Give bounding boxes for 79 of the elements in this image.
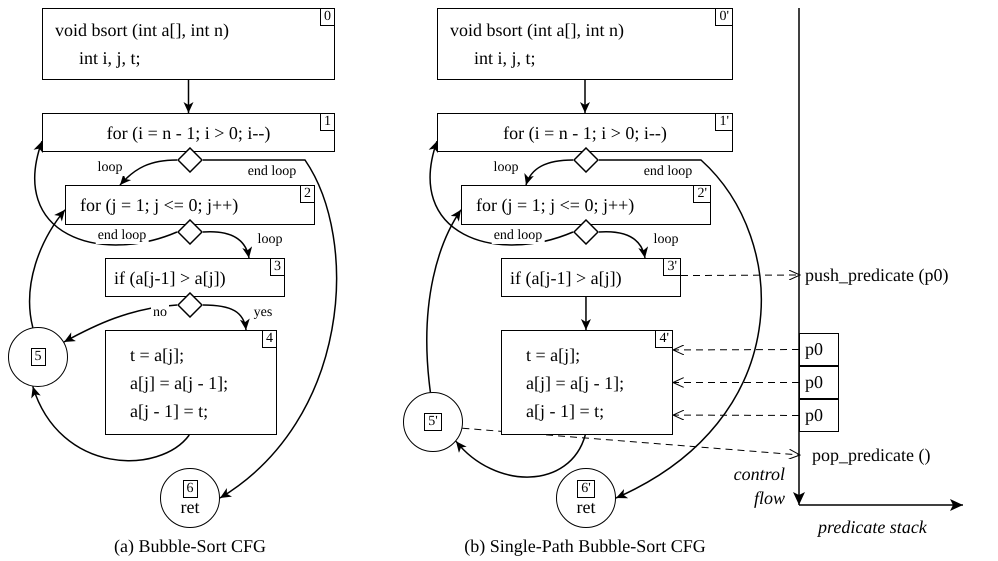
dashed-arrow: [672, 344, 800, 356]
block-number: 1': [715, 113, 733, 131]
arrow: [119, 159, 178, 186]
block-number: 2': [693, 185, 711, 203]
edge-label: loop: [492, 160, 520, 176]
code-block-box: [105, 330, 277, 435]
code-block-box: [501, 258, 681, 297]
arrow: [28, 209, 66, 328]
code-line: for (i = n - 1; i > 0; i--): [503, 122, 667, 145]
arrow: [202, 304, 250, 330]
code-line: if (a[j-1] > a[j]): [114, 266, 226, 290]
figure-caption: (b) Single-Path Bubble-Sort CFG: [464, 536, 706, 557]
edge-label: loop: [652, 232, 680, 248]
arrow: [598, 231, 648, 258]
block-number: 3: [270, 258, 285, 276]
block-number: 0': [715, 8, 733, 26]
code-line: a[j] = a[j - 1];: [130, 372, 228, 395]
block-number: 1: [320, 113, 335, 131]
arrow: [429, 140, 574, 246]
arrow: [599, 159, 762, 499]
return-label: ret: [180, 498, 200, 516]
arrow: [455, 434, 586, 478]
code-line: if (a[j-1] > a[j]): [510, 266, 622, 290]
code-line: for (j = 1; j <= 0; j++): [80, 194, 238, 217]
return-label: ret: [576, 498, 596, 516]
code-line: t = a[j];: [526, 344, 580, 367]
edge-label: loop: [96, 160, 124, 176]
code-line: for (i = n - 1; i > 0; i--): [106, 122, 270, 145]
code-line: a[j] = a[j - 1];: [526, 372, 624, 395]
stack-entry: [799, 333, 839, 366]
code-line: int i, j, t;: [78, 47, 141, 70]
block-number: 6': [577, 480, 595, 498]
block-number: 5': [424, 413, 442, 431]
block-number: 5: [30, 348, 46, 366]
block-number: 3': [663, 258, 681, 276]
dashed-arrow: [680, 270, 800, 281]
code-line: void bsort (int a[], int n): [450, 19, 624, 42]
axis-label: control flow: [732, 463, 785, 510]
edge-label: end loop: [642, 164, 694, 180]
code-line: a[j - 1] = t;: [526, 400, 604, 423]
stack-entry: [799, 366, 839, 399]
dashed-arrow: [462, 428, 800, 460]
arrow: [202, 231, 252, 258]
arrow: [184, 80, 194, 113]
arrow: [34, 140, 178, 246]
edge-label: loop: [256, 232, 284, 248]
arrow: [64, 304, 178, 343]
block-number: 4: [262, 330, 277, 348]
edge-label: end loop: [246, 164, 298, 180]
code-line: int i, j, t;: [473, 47, 536, 70]
block-number: 2: [300, 185, 315, 203]
arrow: [203, 159, 338, 499]
arrow: [580, 297, 591, 330]
operation-label: pop_predicate (): [812, 444, 930, 466]
dashed-arrow: [672, 410, 800, 421]
block-number: 4': [655, 330, 673, 348]
arrow: [426, 209, 462, 392]
predicate-label: p0: [805, 405, 823, 426]
code-line: void bsort (int a[], int n): [55, 19, 229, 42]
arrow: [580, 80, 590, 113]
edge-label: end loop: [96, 228, 148, 244]
stack-entry: [799, 399, 839, 432]
predicate-label: p0: [805, 372, 823, 393]
code-block-box: [501, 330, 673, 435]
dashed-arrow: [672, 377, 800, 388]
arrow: [32, 386, 190, 462]
code-block-box: [437, 8, 733, 80]
figure-caption: (a) Bubble-Sort CFG: [114, 536, 266, 557]
edge-label: end loop: [492, 228, 544, 244]
arrow: [525, 159, 574, 186]
operation-label: push_predicate (p0): [805, 264, 948, 286]
predicate-label: p0: [805, 339, 823, 360]
code-line: a[j - 1] = t;: [130, 400, 208, 423]
code-line: for (j = 1; j <= 0; j++): [476, 194, 634, 217]
code-block-box: [42, 8, 335, 80]
axis-label: predicate stack: [818, 516, 928, 539]
block-number: 6: [182, 480, 198, 498]
code-line: t = a[j];: [130, 344, 184, 367]
block-number: 0: [320, 8, 335, 26]
